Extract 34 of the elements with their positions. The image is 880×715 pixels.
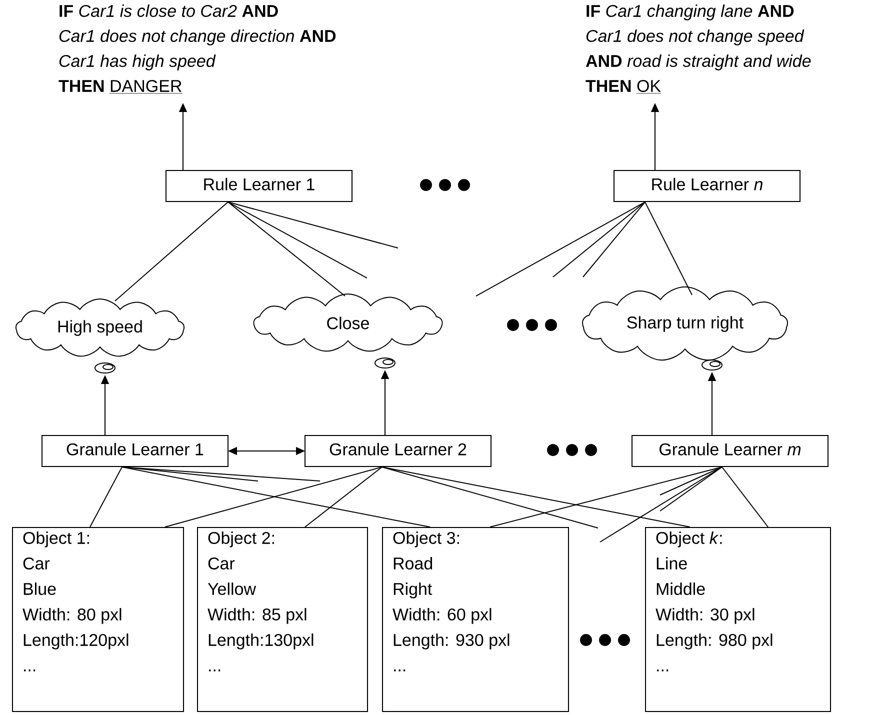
connector-line [164, 466, 382, 528]
connector-line [228, 202, 346, 296]
connector-line [490, 466, 722, 528]
connector-line [114, 202, 228, 302]
thought-cloud: High speed [15, 298, 185, 374]
learner-box: Granule Learner 1 [42, 435, 228, 467]
connector-line [600, 466, 722, 542]
connector-line [122, 466, 320, 482]
object-box: Object k: Line Middle Width: 30 pxl Length: 980 pxl ... [645, 527, 831, 712]
learner-box: Rule Learner n [614, 170, 801, 202]
connector-line [382, 466, 598, 528]
learner-box: Granule Learner 2 [304, 435, 492, 467]
connector-line [228, 202, 368, 278]
connector-line [382, 466, 690, 528]
connector-line [660, 466, 722, 496]
connector-line [552, 202, 646, 278]
thought-cloud: Sharp turn right [582, 286, 788, 370]
connector-line [304, 466, 382, 528]
connector-line [660, 466, 722, 512]
connector-line [122, 466, 430, 528]
connector-line [722, 466, 768, 528]
rule-text: IF Car1 is close to Car2 AND Car1 does not change direction AND Car1 has high speed THEN DANGER [58, 4, 336, 94]
thought-cloud: Close [253, 294, 443, 368]
connector-line [582, 202, 646, 278]
object-box: Object 3: Road Right Width: 60 pxl Length: 930 pxl ... [382, 527, 569, 712]
connector-line [644, 202, 692, 296]
learner-box: Granule Learner m [632, 435, 828, 467]
object-box: Object 1: Car Blue Width: 80 pxl Length:120pxl ... [12, 527, 184, 712]
connector-line [476, 202, 646, 296]
rule-text: IF Car1 changing lane AND Car1 does not change speed AND road is straight and wide THEN OK [586, 4, 811, 94]
connector-line [228, 202, 398, 248]
object-box: Object 2: Car Yellow Width: 85 pxl Length:130pxl ... [197, 527, 368, 712]
connector-line [90, 466, 122, 528]
learner-box: Rule Learner 1 [166, 170, 352, 202]
